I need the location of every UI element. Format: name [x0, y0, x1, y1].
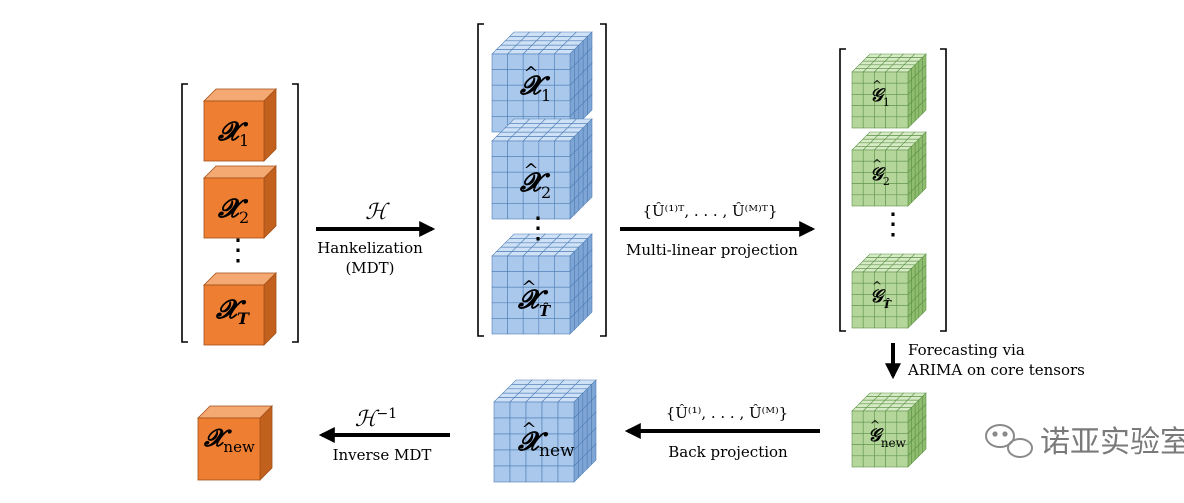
forecasting-label-line1: Forecasting via [908, 341, 1025, 359]
hankel-tensor-1-hat: ^ [523, 63, 538, 84]
output-tensor-cube [197, 405, 273, 481]
hankel-tensor-T-hat: ^ [521, 277, 536, 298]
hankel-tensor-T-subscript: T̂ [539, 302, 552, 320]
svg-text:𝒢new: 𝒢new [868, 425, 907, 450]
mdt-label: (MDT) [345, 259, 394, 277]
input-tensor-1-cube [203, 88, 277, 162]
forecast-hankel-subscript: new [539, 441, 575, 461]
input-column-brackets [181, 83, 299, 343]
chat-bubble-icon [985, 424, 1033, 458]
back-projection-label: Back projection [668, 443, 788, 461]
forecast-core-subscript: new [881, 436, 907, 450]
core-tensor-1-label: 𝒢1 ^ [870, 78, 890, 109]
input-column-ellipsis: ⋮ [223, 233, 253, 268]
forecast-hankel-cube [493, 379, 597, 483]
hankel-column-ellipsis: ⋮ [523, 211, 553, 246]
hankel-tensors [491, 31, 597, 483]
forecast-core-cube [851, 392, 927, 468]
forecasting-label-line2: ARIMA on core tensors [907, 361, 1085, 379]
input-tensor-2-label: 𝓧2 [217, 194, 249, 227]
core-tensor-2-label: 𝒢2 ^ [870, 157, 890, 188]
core-tensor-2-hat: ^ [872, 157, 882, 171]
core-tensor-T-label: 𝒢T̂ ^ [870, 279, 892, 311]
back-projection-formula: {Û⁽¹⁾, . . . , Û⁽ᴹ⁾} [666, 404, 788, 422]
forecast-core-hat: ^ [870, 418, 880, 432]
hankel-tensor-2-subscript: 2 [541, 183, 551, 202]
hankel-tensor-1-label: 𝓧1 ^ [519, 63, 551, 105]
hankel-tensor-2-cube [491, 118, 593, 220]
hankel-tensor-T-cube [491, 233, 593, 335]
watermark: 诺亚实验室 [985, 424, 1184, 460]
svg-text:𝒢1: 𝒢1 [870, 85, 890, 109]
forecast-hankel-label: 𝓧new ^ [517, 419, 575, 461]
core-tensor-T-hat: ^ [872, 279, 882, 293]
projection-formula: {Û⁽¹⁾ᵀ, . . . , Û⁽ᴹ⁾ᵀ} [642, 202, 777, 220]
input-tensor-1-subscript: 1 [239, 131, 249, 150]
forecast-hankel-hat: ^ [521, 419, 536, 440]
core-column-brackets [839, 48, 947, 332]
core-tensor-2-subscript: 2 [883, 175, 890, 188]
svg-text:𝒢T̂: 𝒢T̂ [870, 286, 892, 311]
core-tensor-1-subscript: 1 [883, 96, 890, 109]
hankel-tensor-1-cube [491, 31, 593, 133]
core-tensor-T-subscript: T̂ [883, 298, 892, 311]
core-tensor-1-cube [851, 53, 927, 129]
hankel-operator-symbol: ℋ [365, 200, 390, 225]
input-tensor-T-subscript: T [237, 309, 250, 328]
svg-text:𝒢2: 𝒢2 [870, 164, 890, 188]
inverse-operator-symbol: ℋ−1 [355, 406, 397, 432]
projection-label: Multi-linear projection [626, 241, 798, 259]
output-tensor-subscript: new [223, 438, 255, 456]
input-tensors [197, 88, 277, 481]
inverse-mdt-label: Inverse MDT [333, 446, 432, 464]
hankel-tensor-2-hat: ^ [523, 160, 538, 181]
core-tensor-1-hat: ^ [872, 78, 882, 92]
hankel-column-brackets [477, 23, 607, 337]
forecast-core-label: 𝒢new ^ [868, 418, 907, 450]
core-tensor-T-cube [851, 253, 927, 329]
inverse-operator-superscript: −1 [377, 406, 398, 422]
watermark-text: 诺亚实验室 [1040, 425, 1184, 460]
input-tensor-T-cube [203, 272, 277, 346]
core-tensors [851, 53, 927, 468]
hankel-tensor-1-subscript: 1 [541, 86, 551, 105]
input-tensor-2-cube [203, 165, 277, 239]
hankel-tensor-2-label: 𝓧2 ^ [519, 160, 551, 202]
core-tensor-2-cube [851, 131, 927, 207]
hankelization-label: Hankelization [317, 239, 423, 257]
input-tensor-2-subscript: 2 [239, 208, 249, 227]
core-column-ellipsis: ⋮ [878, 207, 908, 242]
